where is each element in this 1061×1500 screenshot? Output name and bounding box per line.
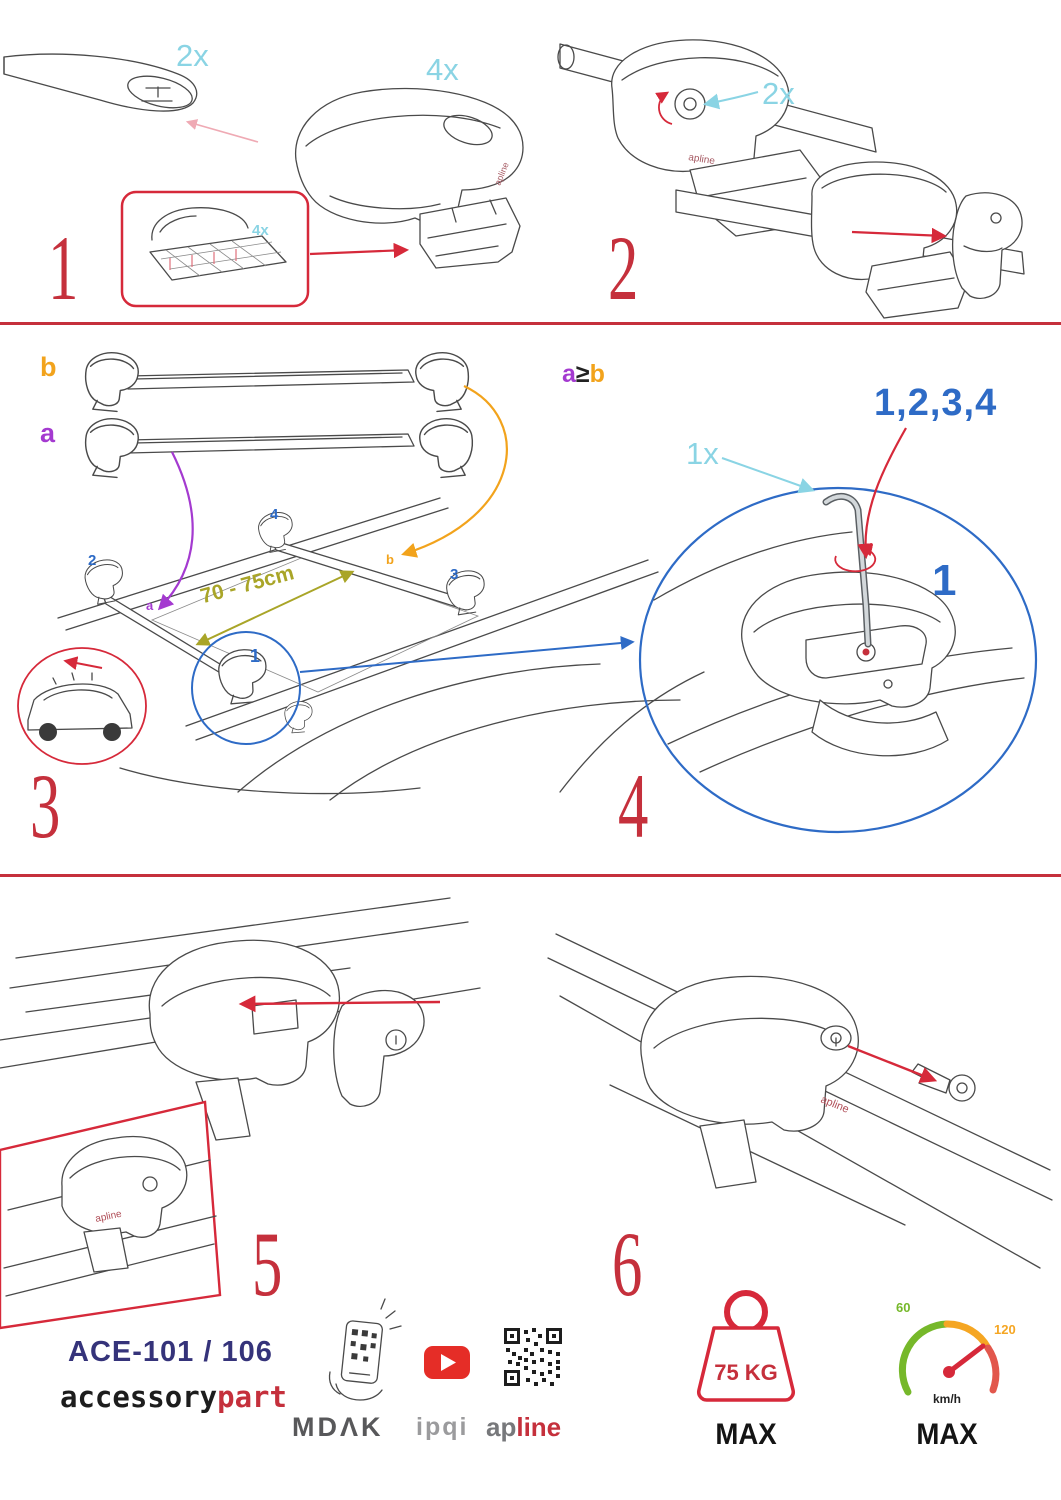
section-divider-2	[0, 874, 1061, 877]
s4-key-quantity: 1x	[686, 436, 719, 471]
max-weight-label: MAX	[715, 1418, 777, 1451]
step-3-number: 3	[30, 755, 61, 857]
s6-key-drawing	[911, 1063, 976, 1102]
phone-qr-icon	[328, 1298, 402, 1401]
s5-result-inset: apline	[0, 1100, 222, 1330]
s3-inset-arrow	[63, 656, 103, 671]
s3-bar-a-arrow	[157, 451, 194, 611]
apline-badge: apline	[688, 152, 717, 167]
s3-position-2: 2	[88, 552, 97, 569]
s3-bar-b-arrow	[401, 385, 508, 558]
speed-unit-label: km/h	[932, 1392, 961, 1406]
apline-logo: apline	[486, 1412, 561, 1443]
s1-pads-inset	[120, 190, 310, 308]
s4-foot-detail-drawing	[653, 531, 1025, 773]
s5-cover-arrow	[238, 995, 441, 1013]
s3-roof-a-label: a	[146, 598, 154, 613]
s4-condition-a: a	[562, 360, 576, 388]
s4-rotate-arrow	[834, 543, 877, 573]
speed-60-label: 60	[896, 1300, 911, 1315]
product-model: ACE-101 / 106	[68, 1336, 273, 1368]
s3-position-4: 4	[270, 506, 279, 523]
brand-part: part	[217, 1380, 287, 1414]
qr-code	[500, 1324, 564, 1388]
s3-car-roof-drawing	[57, 497, 705, 801]
apline-logo-ap: ap	[486, 1412, 517, 1442]
s3-roof-b-label: b	[386, 552, 394, 567]
s2-lock-quantity: 2x	[762, 76, 795, 111]
s4-key-arrow	[721, 457, 816, 494]
step-6-number: 6	[612, 1213, 643, 1315]
step-1-number: 1	[48, 217, 79, 319]
s1-pad-quantity: 4x	[252, 222, 269, 239]
s1-bar-quantity: 2x	[176, 38, 209, 73]
max-speed-label: MAX	[916, 1418, 978, 1451]
s1-foot-drawing: apline	[294, 87, 524, 269]
brand-logo: accessorypart	[60, 1380, 287, 1414]
speed-120-label: 120	[994, 1322, 1016, 1337]
youtube-icon	[424, 1346, 470, 1379]
s1-bar-arrow	[185, 119, 259, 143]
s2-foot-parts-drawing	[675, 161, 1025, 319]
apline-logo-line: line	[516, 1412, 562, 1442]
s4-allen-key-drawing	[822, 492, 872, 648]
s3-position-3: 3	[450, 566, 459, 583]
s3-detail-arrow	[299, 636, 635, 673]
max-weight-value: 75 KG	[714, 1360, 778, 1385]
s3-bar-a-label: a	[40, 418, 56, 448]
step-4-number: 4	[618, 755, 649, 857]
s1-crossbar-drawing	[3, 53, 198, 112]
s1-inset-arrow	[309, 242, 410, 259]
brand-accessory: accessory	[60, 1380, 218, 1414]
s2-lock-arrow	[702, 91, 759, 110]
s2-assembly-arrow	[851, 227, 948, 244]
s4-condition-b: b	[589, 360, 605, 388]
section-divider-1	[0, 322, 1061, 325]
s3-position-1: 1	[250, 646, 261, 666]
s1-foot-quantity: 4x	[426, 52, 459, 87]
s3-detail-circle	[191, 631, 301, 745]
s4-detail-ellipse	[638, 486, 1038, 834]
s3-crossbar-a-drawing	[84, 418, 474, 479]
s6-foot-lock-drawing: apline	[547, 933, 1053, 1269]
step-2-number: 2	[608, 217, 639, 319]
mdak-logo: MDΛK	[292, 1412, 384, 1442]
ipqi-logo: ipqi	[416, 1413, 469, 1441]
s4-condition-op: ≥	[575, 360, 590, 388]
s3-crossbar-b-drawing	[84, 352, 470, 413]
weight-icon	[697, 1290, 795, 1402]
s4-condition: a≥b	[562, 360, 605, 389]
s3-bar-b-label: b	[40, 352, 57, 382]
speedometer-icon	[898, 1320, 1000, 1396]
s4-step-ref: 1	[932, 556, 957, 605]
s5-foot-cover-drawing	[0, 897, 481, 1141]
s2-rotate-arrow	[655, 91, 673, 125]
step-5-number: 5	[252, 1213, 283, 1315]
s6-key-arrow	[847, 1044, 938, 1083]
s3-dimension-arrow	[195, 570, 355, 646]
s4-sequence-arrow	[857, 427, 907, 560]
s3-car-inset	[17, 647, 147, 765]
s4-tighten-order: 1,2,3,4	[874, 382, 998, 424]
